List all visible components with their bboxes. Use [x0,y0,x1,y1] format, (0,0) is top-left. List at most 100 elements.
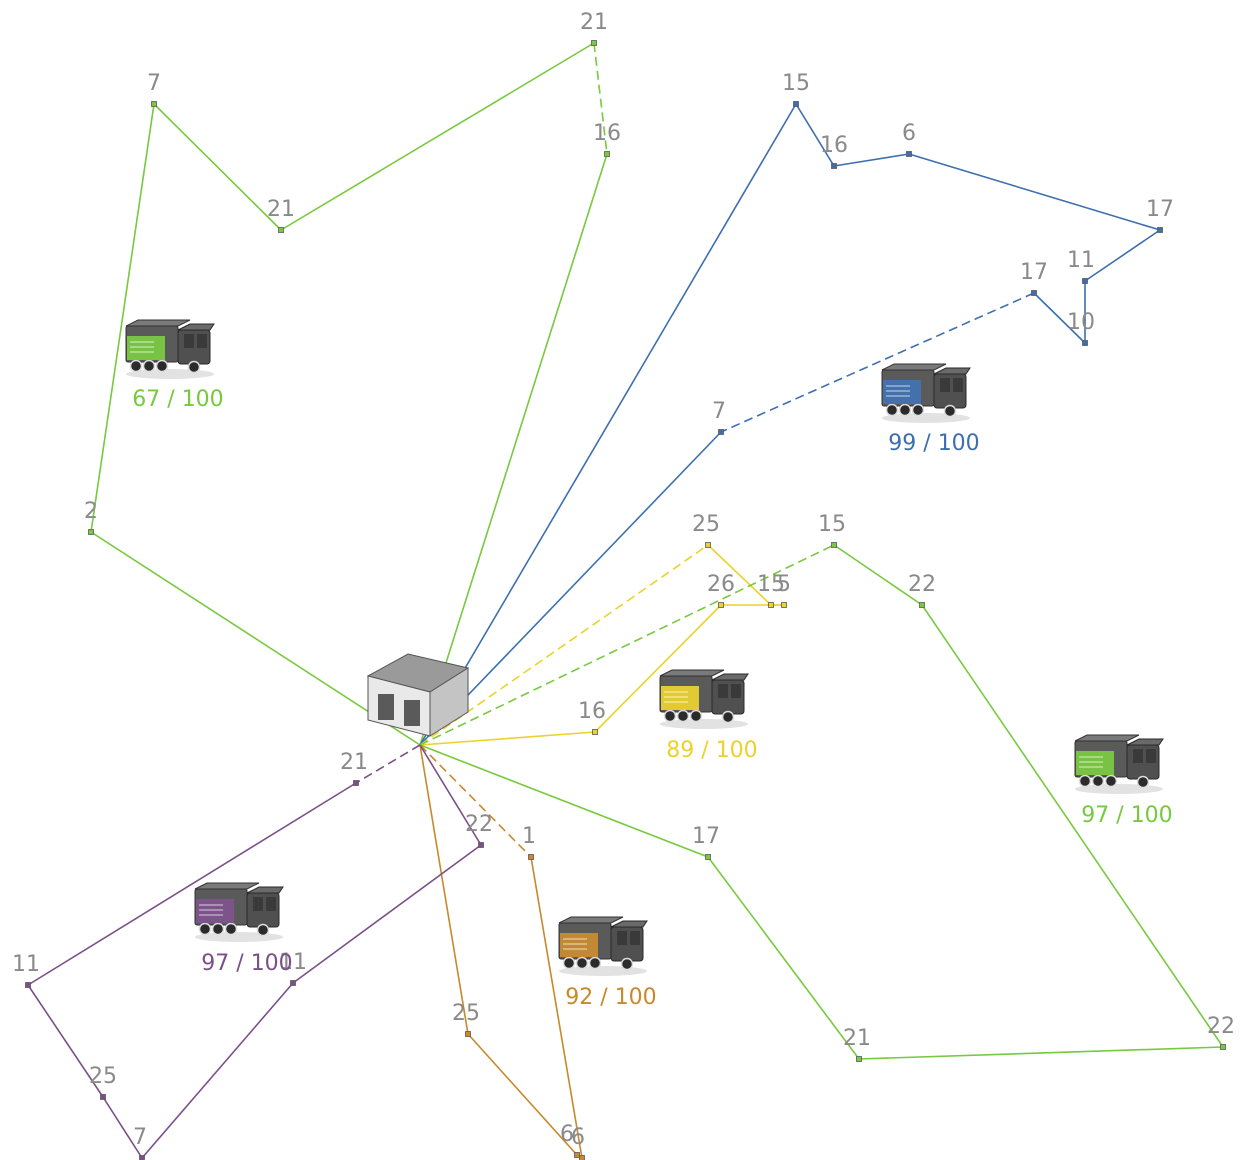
route-purple-leg-4 [141,982,294,1159]
route-orange-leg-1 [530,856,583,1159]
route-purple-leg-2 [27,984,104,1098]
truck-icon[interactable] [194,882,284,943]
cargo-fill [560,933,598,957]
stop-marker[interactable] [718,602,724,608]
stop-marker[interactable] [465,1031,471,1037]
route-green-east-leg-0 [419,544,835,746]
stop-marker[interactable] [592,729,598,735]
route-blue-leg-6 [1033,292,1086,344]
cargo-fill [883,380,921,404]
stop-label: 16 [820,133,848,158]
route-orange-leg-4 [419,744,469,1035]
route-purple-leg-5 [292,844,482,984]
route-purple-leg-0 [355,744,421,784]
stop-label: 22 [1207,1014,1235,1039]
route-yellow-leg-5 [419,731,596,746]
stop-marker[interactable] [353,780,359,786]
truck-icon[interactable] [558,916,648,977]
stop-marker[interactable] [919,602,925,608]
route-green-east-leg-3 [858,1046,1224,1060]
stop-marker[interactable] [1082,340,1088,346]
route-green-east-leg-5 [419,744,709,858]
route-green-east-leg-4 [707,856,860,1060]
stop-label: 21 [340,750,368,775]
stop-marker[interactable] [705,854,711,860]
stop-label: 11 [1067,248,1095,273]
stop-marker[interactable] [781,602,787,608]
stop-marker[interactable] [768,602,774,608]
stop-marker[interactable] [718,429,724,435]
route-blue-leg-7 [720,292,1035,433]
route-yellow-leg-1 [707,544,772,606]
stop-label: 16 [593,121,621,146]
stop-marker[interactable] [705,542,711,548]
route-orange-leg-3 [467,1033,578,1156]
stop-label: 22 [465,812,493,837]
stop-marker[interactable] [478,842,484,848]
stop-label: 1 [522,824,536,849]
route-blue-leg-1 [795,103,835,167]
stop-marker[interactable] [591,40,597,46]
truck-icon[interactable] [125,319,215,380]
stop-label: 21 [843,1026,871,1051]
stop-label: 7 [133,1125,147,1150]
stop-label: 17 [1020,260,1048,285]
stop-marker[interactable] [88,529,94,535]
stop-label: 26 [707,572,735,597]
stop-marker[interactable] [579,1155,585,1160]
route-green-west-leg-2 [153,103,282,231]
stop-label: 21 [267,197,295,222]
truck-load-label: 67 / 100 [132,387,223,412]
stop-label: 6 [571,1125,585,1150]
stop-marker[interactable] [1157,227,1163,233]
stop-label: 7 [147,71,161,96]
stop-marker[interactable] [856,1056,862,1062]
stop-label: 11 [279,950,307,975]
truck-icon[interactable] [659,669,749,730]
stop-label: 11 [12,952,40,977]
stop-marker[interactable] [139,1155,145,1160]
route-green-west-leg-1 [90,103,155,533]
route-green-west-leg-3 [280,42,595,231]
route-blue-leg-0 [419,103,797,746]
truck-load-label: 89 / 100 [666,738,757,763]
stop-marker[interactable] [1082,278,1088,284]
stop-marker[interactable] [793,101,799,107]
stop-marker[interactable] [604,151,610,157]
stop-marker[interactable] [1220,1044,1226,1050]
truck-load-label: 99 / 100 [888,431,979,456]
route-yellow-leg-4 [594,604,722,733]
stop-marker[interactable] [151,101,157,107]
stop-label: 5 [777,572,791,597]
route-green-west-leg-4 [593,42,608,155]
stop-marker[interactable] [906,151,912,157]
stop-label: 21 [580,10,608,35]
stop-marker[interactable] [528,854,534,860]
warehouse-icon[interactable] [366,653,470,737]
route-green-west-leg-0 [90,531,421,746]
route-purple-leg-1 [27,782,357,986]
stop-label: 10 [1067,310,1095,335]
truck-icon[interactable] [1074,734,1164,795]
stop-marker[interactable] [290,980,296,986]
truck-load-label: 97 / 100 [1081,803,1172,828]
truck-icon[interactable] [881,363,971,424]
stop-label: 6 [560,1122,574,1147]
stop-marker[interactable] [25,982,31,988]
stop-label: 15 [818,512,846,537]
stop-marker[interactable] [831,163,837,169]
truck-load-label: 97 / 100 [201,951,292,976]
route-green-east-leg-2 [921,604,1224,1048]
cargo-fill [661,686,699,710]
stop-marker[interactable] [100,1094,106,1100]
stop-marker[interactable] [1031,290,1037,296]
stop-label: 6 [902,121,916,146]
stop-marker[interactable] [831,542,837,548]
stop-label: 25 [452,1001,480,1026]
stop-marker[interactable] [574,1152,580,1158]
route-orange-leg-0 [419,744,532,858]
stop-marker[interactable] [278,227,284,233]
cargo-fill [196,899,234,923]
route-blue-leg-3 [908,153,1161,231]
